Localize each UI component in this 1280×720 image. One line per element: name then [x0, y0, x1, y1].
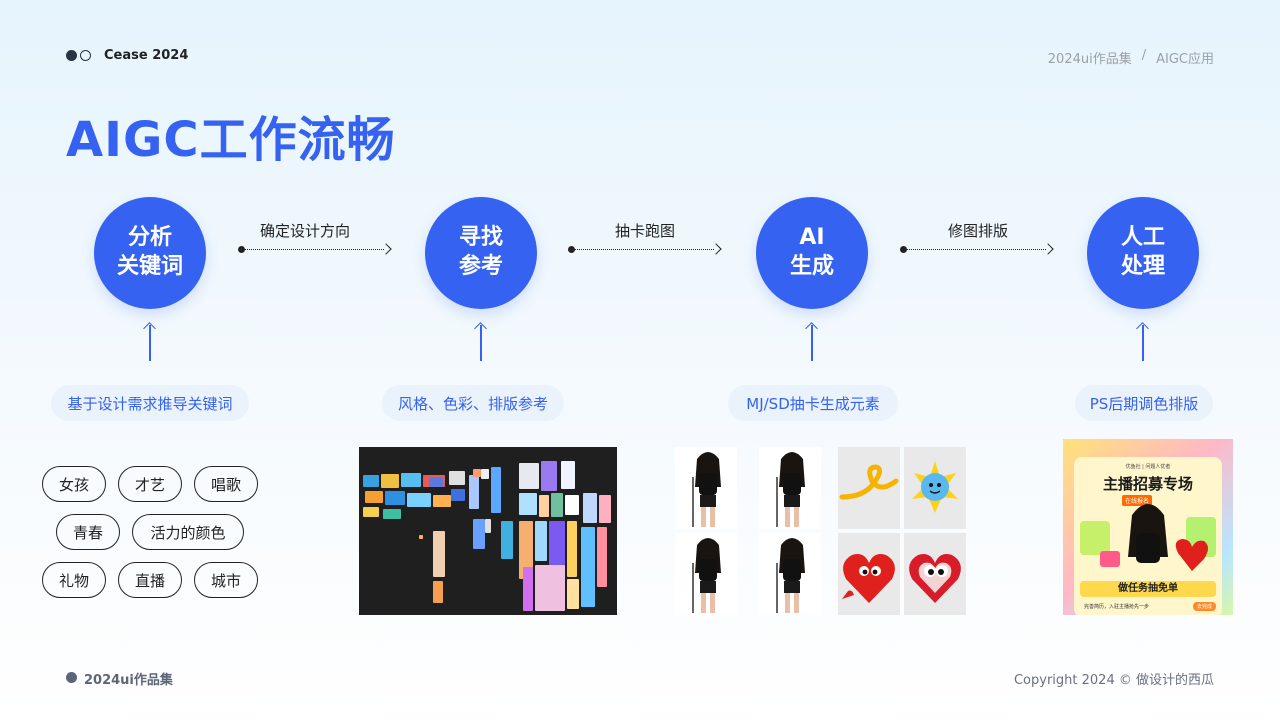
- dotted-arrow-icon: [900, 243, 1054, 257]
- poster-complete-button: 去完成: [1192, 602, 1216, 611]
- breadcrumb-separator: /: [1141, 48, 1147, 63]
- breadcrumb-item-portfolio[interactable]: 2024ui作品集: [1047, 52, 1132, 67]
- brand-label: Cease 2024: [104, 48, 189, 63]
- arrow-up-icon: [143, 322, 157, 361]
- step-desc-pill: 基于设计需求推导关键词: [51, 385, 249, 421]
- copyright-text: Copyright 2024 © 做设计的西瓜: [1013, 673, 1214, 688]
- character-render-image: [675, 447, 737, 529]
- character-render-image: [675, 533, 737, 615]
- breadcrumb-item-aigc[interactable]: AIGC应用: [1156, 52, 1214, 67]
- keyword-tag: 活力的颜色: [132, 514, 244, 550]
- connector-label-draw: 抽卡跑图: [614, 222, 675, 240]
- step-desc-pill: MJ/SD抽卡生成元素: [728, 385, 898, 421]
- step-label-line2: 关键词: [116, 254, 183, 279]
- poster-task-bar: 做任务抽免单: [1080, 581, 1216, 597]
- breadcrumb: 2024ui作品集 / AIGC应用: [1048, 48, 1214, 67]
- poster-illustration: [1080, 504, 1216, 571]
- step-label-line1: 人工: [1120, 225, 1165, 251]
- keyword-tag: 女孩: [42, 466, 106, 502]
- step-circle-manual: 人工 处理: [1087, 197, 1199, 309]
- dotted-arrow-icon: [568, 243, 722, 257]
- logo-dots-icon: [66, 50, 91, 61]
- character-render-image: [759, 533, 821, 615]
- star-sun-3d-image: [904, 447, 966, 529]
- step-label-line2: 处理: [1120, 254, 1165, 279]
- keyword-tag: 礼物: [42, 562, 106, 598]
- poster-screen: 优鱼社 | 问题人优者 主播招募专场 在线报名 做任务抽免单 完善简历，入驻主播…: [1074, 457, 1222, 615]
- dotted-arrow-icon: [238, 243, 392, 257]
- step-label-line2: 参考: [458, 254, 503, 279]
- poster-title: 主播招募专场: [1102, 475, 1193, 493]
- step-circle-ai-generate: AI 生成: [756, 197, 868, 309]
- keyword-tag: 才艺: [118, 466, 182, 502]
- keyword-tag: 直播: [118, 562, 182, 598]
- step-desc-pill: 风格、色彩、排版参考: [382, 385, 564, 421]
- step-circle-reference: 寻找 参考: [425, 197, 537, 309]
- connector-label-direction: 确定设计方向: [259, 222, 350, 240]
- keyword-tag: 唱歌: [194, 466, 258, 502]
- page-title: AIGC工作流畅: [66, 112, 396, 168]
- keyword-tag: 城市: [194, 562, 258, 598]
- final-poster-image: 优鱼社 | 问题人优者 主播招募专场 在线报名 做任务抽免单 完善简历，入驻主播…: [1063, 439, 1233, 615]
- arrow-up-icon: [805, 322, 819, 361]
- footer-dot-icon: [66, 672, 77, 683]
- ai-generated-elements-grid: [675, 447, 967, 615]
- step-label-line1: 寻找: [458, 225, 503, 251]
- keyword-tag: 青春: [56, 514, 120, 550]
- step-desc-pill: PS后期调色排版: [1075, 385, 1213, 421]
- arrow-up-icon: [474, 322, 488, 361]
- footer-brand: 2024ui作品集: [84, 673, 173, 688]
- heart-character-image: [904, 533, 966, 615]
- step-label-line1: AI: [799, 225, 825, 251]
- step-label-line2: 生成: [789, 254, 834, 279]
- reference-moodboard-image: [359, 447, 617, 615]
- arrow-up-icon: [1136, 322, 1150, 361]
- step-circle-analyze: 分析 关键词: [94, 197, 206, 309]
- heart-character-image: [838, 533, 900, 615]
- poster-badge: 在线报名: [1122, 495, 1153, 506]
- ribbon-3d-image: [838, 447, 900, 529]
- character-render-image: [759, 447, 821, 529]
- connector-label-retouch: 修图排版: [947, 222, 1008, 240]
- step-label-line1: 分析: [127, 225, 172, 251]
- poster-top-text: 优鱼社 | 问题人优者: [1125, 464, 1171, 470]
- poster-foot-text: 完善简历，入驻主播抢先一步: [1084, 604, 1150, 610]
